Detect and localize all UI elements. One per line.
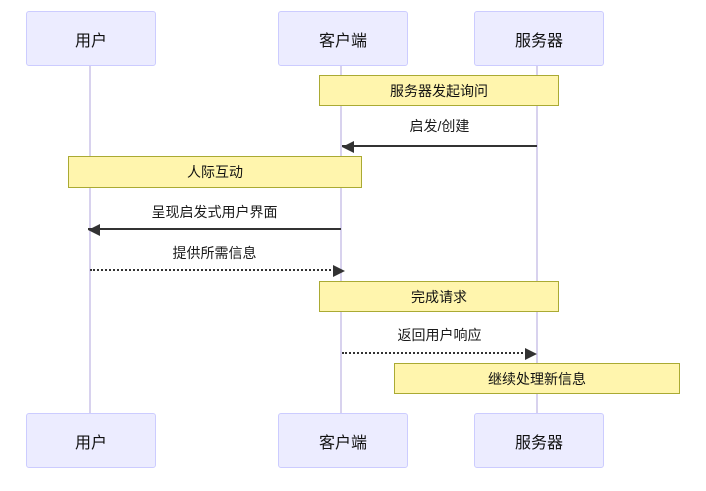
lifeline-server bbox=[536, 66, 538, 413]
arrowhead-right-icon bbox=[525, 348, 537, 360]
message-line-return-user-response bbox=[342, 352, 527, 354]
arrowhead-right-icon bbox=[333, 265, 345, 277]
lifeline-user bbox=[89, 66, 91, 413]
message-line-initiate-create bbox=[342, 145, 537, 147]
message-line-present-heuristic-ui bbox=[88, 228, 341, 230]
arrowhead-left-icon bbox=[342, 141, 354, 153]
message-label-present-heuristic-ui: 呈现启发式用户界面 bbox=[151, 204, 278, 220]
message-label-return-user-response: 返回用户响应 bbox=[397, 327, 482, 343]
note-continue-processing-new-info: 继续处理新信息 bbox=[394, 363, 680, 394]
message-line-provide-needed-info bbox=[90, 269, 335, 271]
actor-bottom-server: 服务器 bbox=[474, 413, 604, 468]
actor-top-server: 服务器 bbox=[474, 11, 604, 66]
actor-top-user: 用户 bbox=[26, 11, 156, 66]
lifeline-client bbox=[340, 66, 342, 413]
actor-bottom-client: 客户端 bbox=[278, 413, 408, 468]
message-label-provide-needed-info: 提供所需信息 bbox=[172, 245, 257, 261]
actor-bottom-user: 用户 bbox=[26, 413, 156, 468]
note-human-interaction: 人际互动 bbox=[68, 156, 362, 188]
note-complete-request: 完成请求 bbox=[319, 281, 559, 312]
actor-top-client: 客户端 bbox=[278, 11, 408, 66]
note-server-initiated-query: 服务器发起询问 bbox=[319, 75, 559, 106]
message-label-initiate-create: 启发/创建 bbox=[409, 118, 470, 134]
arrowhead-left-icon bbox=[88, 224, 100, 236]
